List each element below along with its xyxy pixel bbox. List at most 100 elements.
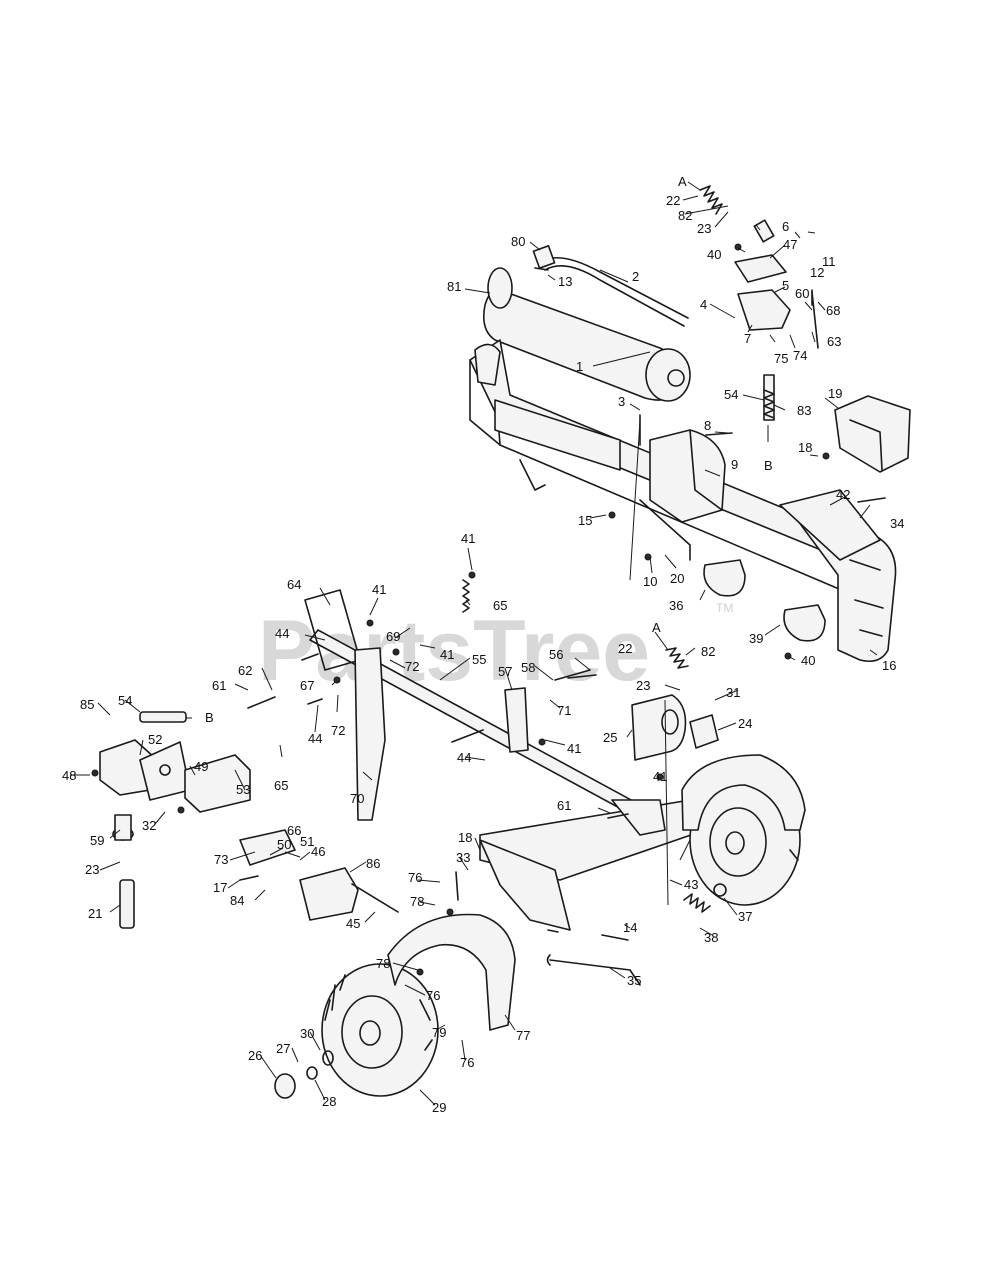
- callout-label: 22: [666, 193, 680, 208]
- callout-label: 19: [828, 386, 842, 401]
- callout-label: 78: [376, 956, 390, 971]
- callout-labels: A 22 82 23 6 40 47 12 11 80 13 2 81 5 60…: [62, 174, 904, 1115]
- callout-label: 85: [80, 697, 94, 712]
- engine-mount-plate: [299, 867, 359, 921]
- callout-label: 54: [118, 693, 132, 708]
- log-cradle: [834, 395, 911, 473]
- callout-label: 55: [472, 652, 486, 667]
- callout-label: 71: [557, 703, 571, 718]
- wheel-left: [321, 963, 439, 1097]
- jack-stand-pin: [549, 959, 641, 986]
- filter-head: [689, 714, 719, 749]
- fender-left: [387, 913, 516, 1031]
- callout-label: 37: [738, 909, 752, 924]
- callout-label: 80: [511, 234, 525, 249]
- callout-label: 61: [557, 798, 571, 813]
- callout-label: 51: [300, 834, 314, 849]
- callout-label: 73: [214, 852, 228, 867]
- callout-label: 6: [782, 219, 789, 234]
- callout-label: 44: [457, 750, 471, 765]
- callout-label: 14: [623, 920, 637, 935]
- callout-label: 50: [277, 837, 291, 852]
- callout-label: 31: [726, 685, 740, 700]
- callout-label: 1: [576, 359, 583, 374]
- hardware-bolts: [91, 243, 886, 976]
- callout-label: 10: [643, 574, 657, 589]
- callout-label: 77: [516, 1028, 530, 1043]
- callout-label: 58: [521, 660, 535, 675]
- callout-label: 18: [458, 830, 472, 845]
- callout-label: 27: [276, 1041, 290, 1056]
- callout-label: 30: [300, 1026, 314, 1041]
- leader-lines: [70, 181, 878, 1106]
- callout-label: 81: [447, 279, 461, 294]
- callout-label: 17: [213, 880, 227, 895]
- callout-label: 56: [549, 647, 563, 662]
- callout-label: 25: [603, 730, 617, 745]
- callout-label: 49: [194, 759, 208, 774]
- beam-bracket: [703, 559, 746, 597]
- callout-label: 18: [798, 440, 812, 455]
- callout-label: 72: [405, 659, 419, 674]
- callout-label: A: [678, 174, 687, 189]
- callout-label: 9: [731, 457, 738, 472]
- callout-label: 28: [322, 1094, 336, 1109]
- callout-label: 54: [724, 387, 738, 402]
- callout-label: 76: [408, 870, 422, 885]
- callout-label: 24: [738, 716, 752, 731]
- splitting-wedge: [649, 429, 726, 523]
- callout-label: 68: [826, 303, 840, 318]
- hydraulic-cylinder: [482, 267, 691, 402]
- callout-label: 8: [704, 418, 711, 433]
- callout-label: 82: [678, 208, 692, 223]
- callout-label: 26: [248, 1048, 262, 1063]
- callout-label: 41: [567, 741, 581, 756]
- callout-label: 67: [300, 678, 314, 693]
- callout-label: 7: [744, 331, 751, 346]
- callout-label: 40: [707, 247, 721, 262]
- callout-label: 60: [795, 286, 809, 301]
- callout-label: 44: [308, 731, 322, 746]
- watermark-text: PartsTree: [258, 603, 650, 699]
- callout-label: 82: [701, 644, 715, 659]
- callout-label: 2: [632, 269, 639, 284]
- control-valve: [734, 219, 819, 421]
- callout-label: B: [764, 458, 773, 473]
- hydraulic-pump: [99, 739, 191, 801]
- callout-label: 5: [782, 278, 789, 293]
- fender-right: [681, 754, 806, 831]
- callout-label: 39: [749, 631, 763, 646]
- callout-label: 41: [461, 531, 475, 546]
- tow-frame: [304, 589, 669, 831]
- callout-label: 75: [774, 351, 788, 366]
- callout-label: 52: [148, 732, 162, 747]
- callout-label: 23: [85, 862, 99, 877]
- callout-label: 42: [836, 487, 850, 502]
- callout-label: 3: [618, 394, 625, 409]
- callout-label: A: [652, 620, 661, 635]
- callout-label: 65: [274, 778, 288, 793]
- callout-label: 53: [236, 782, 250, 797]
- callout-label: 63: [827, 334, 841, 349]
- coupler: [239, 829, 296, 866]
- coil-spring: [699, 185, 723, 215]
- wheel-nut: [713, 883, 727, 897]
- callout-label: 41: [372, 582, 386, 597]
- callout-label: 41: [653, 769, 667, 784]
- callout-label: 59: [90, 833, 104, 848]
- callout-label: 84: [230, 893, 244, 908]
- callout-label: 21: [88, 906, 102, 921]
- callout-label: 74: [793, 348, 807, 363]
- watermark-trademark: TM: [716, 601, 733, 615]
- callout-label: 57: [498, 664, 512, 679]
- callout-label: 11: [822, 254, 836, 269]
- callout-label: 32: [142, 818, 156, 833]
- callout-label: 66: [287, 823, 301, 838]
- callout-label: 65: [493, 598, 507, 613]
- callout-label: 48: [62, 768, 76, 783]
- callout-label: 13: [558, 274, 572, 289]
- callout-label: 78: [410, 894, 424, 909]
- callout-label: 36: [669, 598, 683, 613]
- callout-label: 62: [238, 663, 252, 678]
